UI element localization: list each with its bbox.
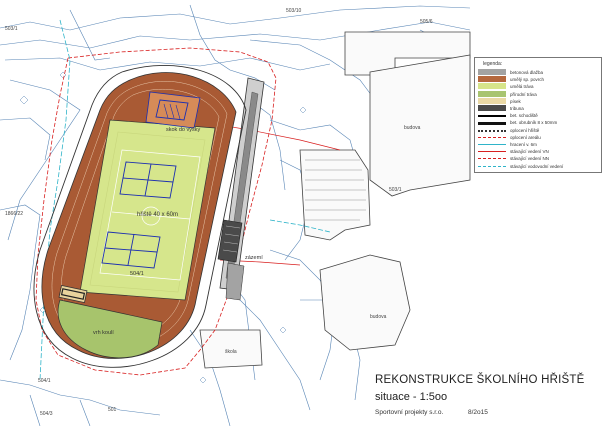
legend-item: stávající vedení NN	[478, 155, 598, 163]
legend-label: oplocení areálu	[510, 134, 541, 140]
legend-item: bet. schodiště	[478, 112, 598, 120]
parcel-label-bottom-left-2: 504/3	[40, 411, 53, 417]
parcel-label-center: 504/1	[130, 271, 144, 277]
legend: legenda: betonová dlažba umělý sp. povrch…	[474, 57, 602, 173]
legend-label: stávající vedení VN	[510, 149, 549, 155]
legend-swatch	[478, 136, 506, 138]
parcel-label-top: 503/10	[286, 8, 302, 14]
legend-item: písek	[478, 97, 598, 106]
legend-item: přírodní tráva	[478, 90, 598, 99]
legend-swatch	[478, 151, 506, 153]
legend-swatch	[478, 115, 506, 118]
parcel-label-bottom-left: 504/1	[38, 378, 51, 384]
legend-label: stávající vodovodní vedení	[510, 163, 564, 169]
area-boundary	[35, 47, 277, 376]
legend-item: stávající vedení VN	[478, 148, 598, 156]
legend-label: bet. schodiště	[510, 113, 538, 119]
legend-item: umělý sp. povrch	[478, 76, 598, 84]
legend-swatch	[478, 97, 506, 104]
parcel-label-right: 503/1	[389, 187, 402, 193]
legend-label: betonová dlažba	[510, 70, 544, 75]
building-hatch	[305, 159, 366, 221]
parcel-label-left-top: 503/1	[5, 26, 18, 32]
parcel-label-top-right: 505/6	[420, 19, 433, 25]
legend-item: stávající vodovodní vedení	[478, 163, 598, 171]
legend-swatch	[478, 76, 506, 83]
legend-item: oplocení hřiště	[478, 127, 598, 135]
field-label: hřiště 40 x 60m	[137, 212, 179, 218]
drawing-date: 8/2o15	[468, 409, 488, 416]
school-label: škola	[225, 349, 237, 355]
building-south	[319, 254, 411, 351]
legend-swatch	[478, 83, 506, 90]
legend-swatch	[478, 122, 506, 126]
legend-title: legenda:	[483, 61, 503, 67]
legend-label: oplocení hřiště	[510, 127, 540, 133]
building-corner	[199, 329, 263, 369]
legend-item: umělá tráva	[478, 83, 598, 91]
courts	[101, 161, 177, 269]
legend-item: bet. obrubník 8 x 50mm	[478, 119, 598, 127]
tribune	[217, 77, 265, 301]
high-jump-area	[145, 91, 201, 129]
company-name: Sportovní projekty s.r.o.	[375, 409, 444, 416]
legend-item: tribuna	[478, 105, 598, 113]
legend-swatch	[478, 90, 506, 97]
lawn-label: vrh koulí	[93, 330, 114, 336]
drawing-scale: situace - 1:5oo	[375, 391, 448, 403]
legend-label: hracení v. 6m	[510, 142, 537, 147]
legend-swatch	[478, 144, 506, 145]
athletics-track	[41, 72, 237, 359]
legend-label: stávající vedení NN	[510, 156, 550, 162]
field-lines	[99, 149, 201, 281]
parcel-label-bottom: 501	[108, 407, 117, 413]
infield-inner	[89, 131, 206, 293]
legend-swatch	[478, 158, 506, 160]
building-label-1: budova	[404, 125, 421, 131]
building-label-2: budova	[370, 314, 387, 320]
legend-label: bet. obrubník 8 x 50mm	[510, 120, 558, 126]
building-north	[344, 31, 471, 76]
building-east	[369, 54, 471, 197]
buildings	[199, 31, 471, 369]
field-fence	[33, 65, 247, 368]
building-mid	[299, 149, 371, 241]
legend-swatch	[478, 105, 506, 111]
legend-swatch	[478, 165, 506, 167]
stands-label: zázemí	[245, 255, 263, 261]
legend-item: hracení v. 6m	[478, 141, 598, 149]
legend-label: přírodní tráva	[510, 91, 537, 97]
drawing-title: REKONSTRUKCE ŠKOLNÍHO HŘIŠTĚ	[375, 374, 585, 386]
jump-pit-label: skok do výšky	[166, 127, 201, 133]
legend-item: betonová dlažba	[478, 69, 598, 77]
legend-swatch	[478, 129, 506, 132]
legend-swatch	[478, 69, 506, 75]
legend-item: oplocení areálu	[478, 134, 598, 142]
legend-label: umělá tráva	[510, 84, 534, 90]
legend-label: umělý sp. povrch	[510, 77, 545, 83]
legend-label: písek	[510, 98, 521, 104]
parcel-label-left: 1866/22	[5, 211, 24, 217]
legend-label: tribuna	[510, 106, 524, 111]
lawn-south	[57, 299, 163, 359]
